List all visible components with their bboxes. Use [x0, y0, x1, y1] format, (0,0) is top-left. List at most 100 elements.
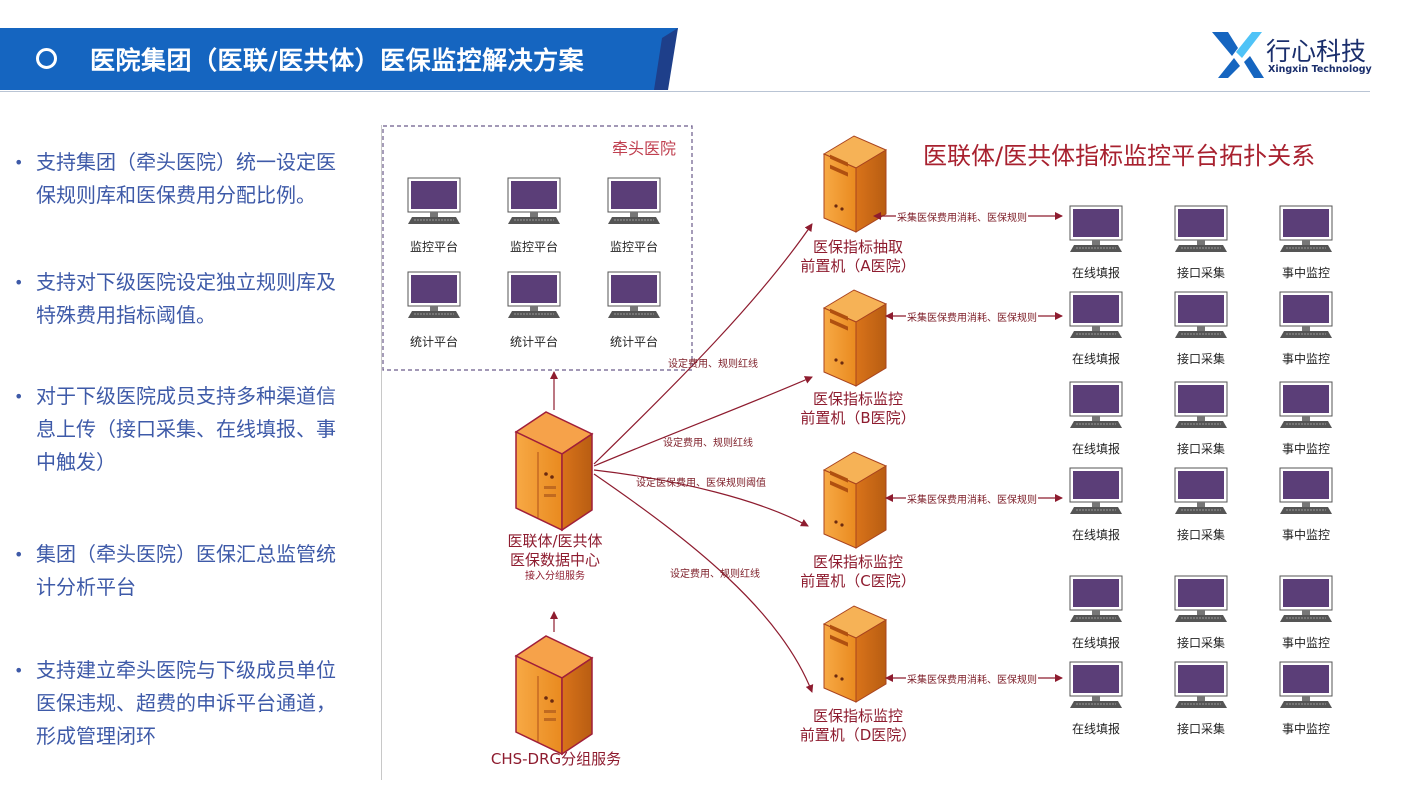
bullet-marker: •: [14, 545, 24, 564]
client-label: 在线填报: [1071, 352, 1120, 366]
bullet-marker: •: [14, 661, 24, 680]
client-monitor-icon: [1174, 291, 1228, 339]
collect-label: 采集医保费用消耗、医保规则: [896, 209, 1028, 224]
server-label-line2: 前置机（C医院）: [800, 572, 916, 590]
server-d-label: 医保指标监控 前置机（D医院）: [788, 707, 928, 745]
client-label: 事中监控: [1281, 442, 1330, 456]
client-label: 在线填报: [1071, 722, 1120, 736]
stats-platform-label: 统计平台: [409, 335, 458, 349]
server-a-label: 医保指标抽取 前置机（A医院）: [788, 238, 928, 276]
client-monitor-icon: [1069, 661, 1123, 709]
xingxin-x-logo-icon: [1212, 32, 1264, 78]
server-label-line2: 前置机（B医院）: [800, 409, 916, 427]
monitor-platform-label: 监控平台: [509, 240, 558, 254]
client-monitor-icon: [1174, 467, 1228, 515]
client-label: 接口采集: [1176, 352, 1225, 366]
drg-server-icon: [515, 635, 593, 755]
collect-label: 采集医保费用消耗、医保规则: [906, 671, 1038, 686]
header-divider: [0, 91, 1370, 92]
data-center-server-icon: [515, 411, 593, 531]
bullet-marker: •: [14, 273, 24, 292]
edge-label: 设定医保费用、医保规则阈值: [636, 478, 766, 489]
client-monitor-icon: [1279, 467, 1333, 515]
edge-label: 设定费用、规则红线: [663, 438, 753, 449]
edge-label: 设定费用、规则红线: [670, 569, 760, 580]
data-center-label: 医联体/医共体 医保数据中心 接入分组服务: [493, 532, 617, 584]
server-label-line2: 前置机（D医院）: [799, 726, 917, 744]
client-monitor-icon: [1279, 381, 1333, 429]
stats-platform-label: 统计平台: [609, 335, 658, 349]
feature-text-line: 计分析平台: [36, 575, 136, 599]
data-center-label-line1: 医联体/医共体: [507, 532, 603, 550]
edge-to-server-c: [593, 469, 809, 527]
server-a-icon: [823, 135, 887, 233]
monitor-icon: [507, 271, 561, 319]
client-label: 在线填报: [1071, 266, 1120, 280]
server-b-icon: [823, 289, 887, 387]
feature-text-line: 特殊费用指标阈值。: [36, 303, 216, 327]
client-label: 在线填报: [1071, 528, 1120, 542]
feature-text-line: 形成管理闭环: [36, 724, 156, 748]
bullet-marker: •: [14, 153, 24, 172]
diagram-title: 医联体/医共体指标监控平台拓扑关系: [923, 142, 1316, 170]
edge-to-server-a: [593, 223, 813, 465]
drg-label: CHS-DRG分组服务: [490, 750, 622, 768]
client-label: 接口采集: [1176, 722, 1225, 736]
server-label-line1: 医保指标监控: [812, 707, 903, 725]
section-divider: [381, 125, 382, 780]
client-label: 事中监控: [1281, 636, 1330, 650]
feature-text-line: 支持建立牵头医院与下级成员单位: [36, 658, 336, 682]
monitor-icon: [507, 177, 561, 225]
client-monitor-icon: [1069, 291, 1123, 339]
data-center-sublabel: 接入分组服务: [525, 571, 585, 582]
edge-label: 设定费用、规则红线: [668, 359, 758, 370]
server-label-line2: 前置机（A医院）: [800, 257, 916, 275]
client-label: 接口采集: [1176, 266, 1225, 280]
monitor-platform-label: 监控平台: [409, 240, 458, 254]
monitor-icon: [607, 271, 661, 319]
client-monitor-icon: [1279, 575, 1333, 623]
server-c-label: 医保指标监控 前置机（C医院）: [788, 553, 928, 591]
client-monitor-icon: [1069, 205, 1123, 253]
feature-text-line: 中触发）: [36, 450, 116, 474]
feature-text-line: 集团（牵头医院）医保汇总监管统: [36, 542, 336, 566]
collect-label: 采集医保费用消耗、医保规则: [906, 491, 1038, 506]
feature-text-line: 息上传（接口采集、在线填报、事: [36, 417, 336, 441]
edge-to-server-d: [593, 473, 814, 693]
client-monitor-icon: [1174, 205, 1228, 253]
client-label: 事中监控: [1281, 528, 1330, 542]
client-label: 接口采集: [1176, 636, 1225, 650]
client-label: 在线填报: [1071, 442, 1120, 456]
client-monitor-icon: [1069, 381, 1123, 429]
monitor-icon: [607, 177, 661, 225]
client-monitor-icon: [1069, 467, 1123, 515]
client-monitor-icon: [1279, 205, 1333, 253]
client-monitor-icon: [1279, 291, 1333, 339]
client-monitor-icon: [1174, 575, 1228, 623]
client-label: 在线填报: [1071, 636, 1120, 650]
server-c-icon: [823, 451, 887, 549]
feature-text-line: 对于下级医院成员支持多种渠道信: [36, 384, 336, 408]
monitor-icon: [407, 271, 461, 319]
client-monitor-icon: [1174, 381, 1228, 429]
feature-text-line: 支持集团（牵头医院）统一设定医: [36, 150, 336, 174]
header-band: [0, 28, 678, 90]
client-monitors: [1069, 205, 1333, 709]
data-center-label-line2: 医保数据中心: [509, 551, 600, 569]
stats-platform-label: 统计平台: [509, 335, 558, 349]
group-label: 牵头医院: [612, 139, 677, 158]
monitor-icon: [407, 177, 461, 225]
server-d-icon: [823, 605, 887, 703]
client-monitor-icon: [1069, 575, 1123, 623]
client-label: 接口采集: [1176, 528, 1225, 542]
client-monitor-icon: [1279, 661, 1333, 709]
server-label-line1: 医保指标监控: [812, 553, 903, 571]
feature-text-line: 医保违规、超费的申诉平台通道，: [36, 691, 336, 715]
feature-text-line: 保规则库和医保费用分配比例。: [36, 183, 316, 207]
client-label: 事中监控: [1281, 352, 1330, 366]
client-monitor-icon: [1174, 661, 1228, 709]
client-label: 事中监控: [1281, 266, 1330, 280]
client-label: 接口采集: [1176, 442, 1225, 456]
collect-label: 采集医保费用消耗、医保规则: [906, 309, 1038, 324]
